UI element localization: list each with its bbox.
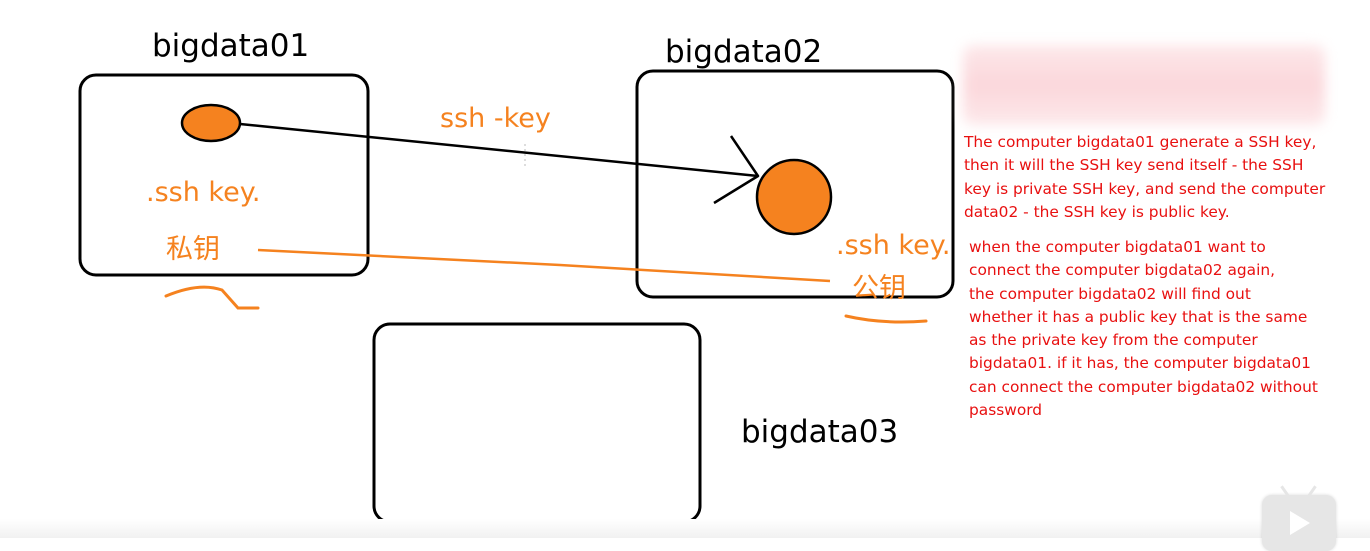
play-button[interactable]	[1262, 485, 1336, 551]
public-key-label: .ssh key.	[836, 230, 951, 261]
public-key-dot	[755, 158, 833, 236]
bigdata01-label: bigdata01	[152, 28, 310, 64]
video-bottom-bar	[0, 519, 1370, 538]
play-icon	[1290, 511, 1310, 535]
redacted-note	[963, 45, 1325, 125]
private-key-label: .ssh key.	[146, 177, 261, 208]
public-key-underline	[844, 314, 928, 324]
key-link-line	[257, 248, 831, 283]
explanation-note-1: The computer bigdata01 generate a SSH ke…	[964, 133, 1326, 221]
arrow-label: ssh -key	[440, 103, 551, 134]
private-key-cn-label: 私钥	[166, 234, 220, 265]
ssh-key-arrow	[239, 122, 759, 178]
arrow-head	[713, 135, 760, 205]
bigdata02-label: bigdata02	[665, 34, 823, 70]
explanation-note-2: when the computer bigdata01 want to conn…	[969, 238, 1318, 420]
bigdata01-box	[78, 73, 370, 277]
bigdata02-box	[635, 69, 955, 299]
bigdata03-box	[372, 322, 702, 524]
private-key-dot	[180, 103, 242, 143]
diagram-canvas	[78, 69, 955, 524]
public-key-cn-label: 公钥	[852, 273, 906, 304]
private-key-underline	[164, 285, 260, 310]
bigdata03-label: bigdata03	[741, 414, 899, 450]
